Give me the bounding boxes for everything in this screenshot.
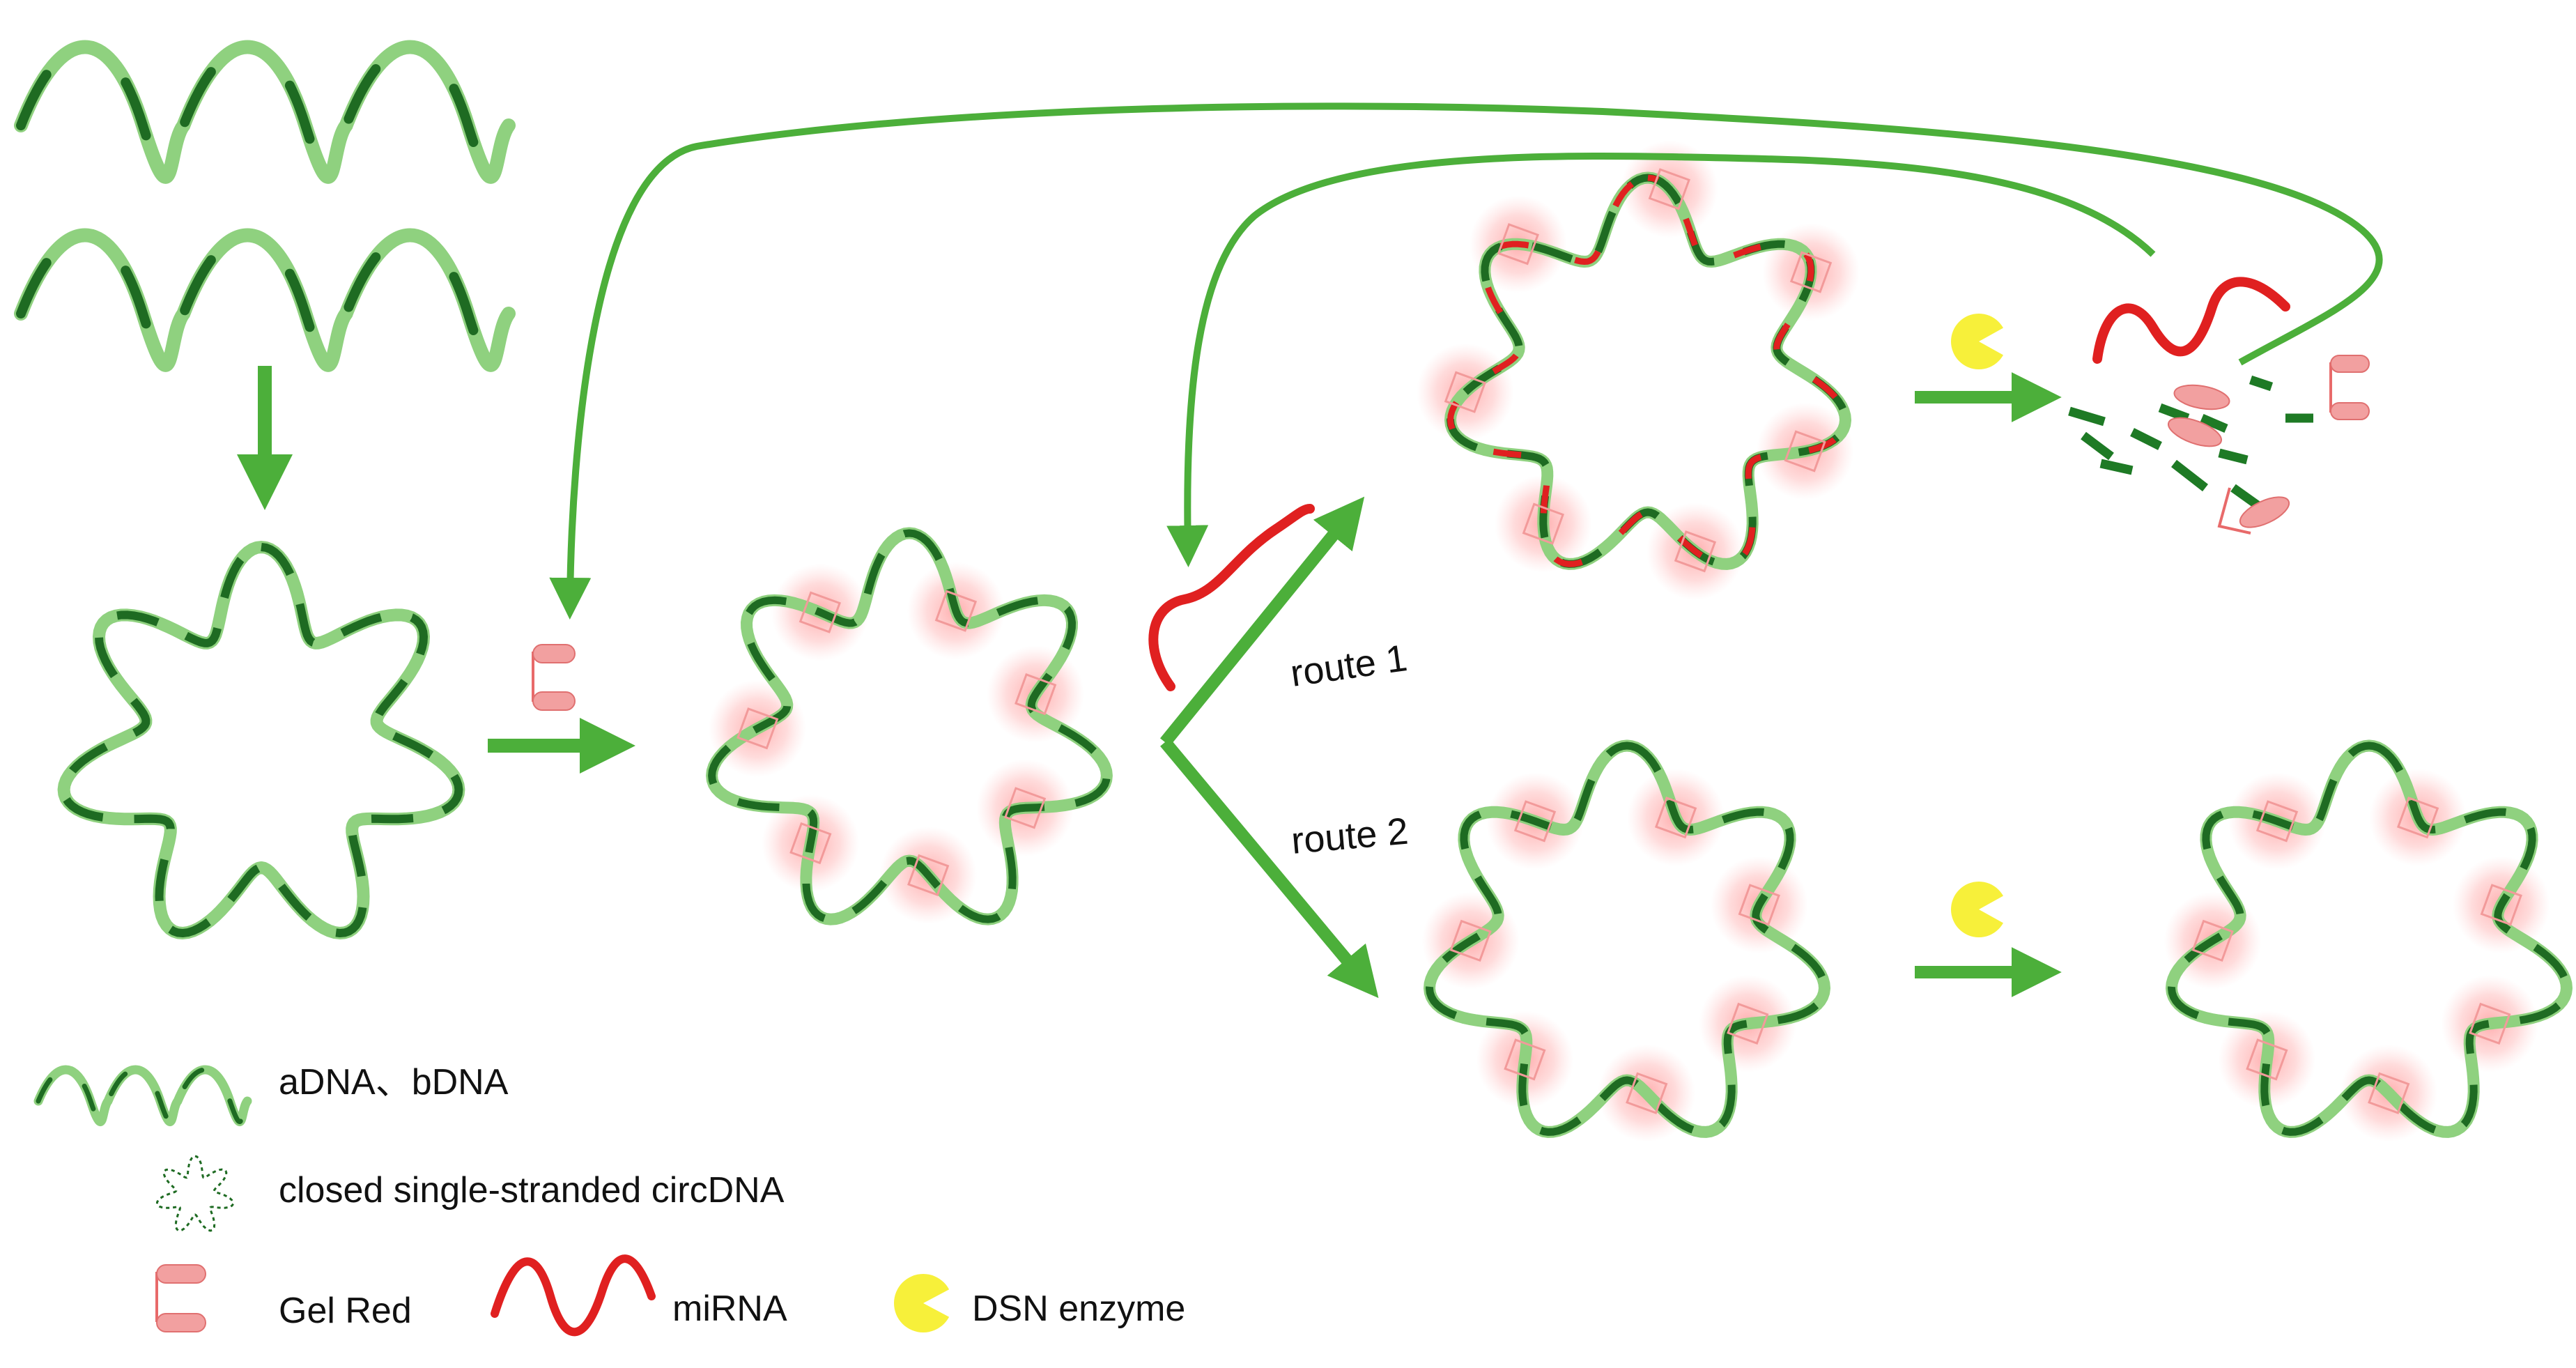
recycle-gelred-arrow bbox=[549, 102, 2383, 620]
legend-gelred-icon bbox=[155, 1264, 206, 1332]
route2-label: route 2 bbox=[1290, 810, 1410, 862]
legend-dsn-icon bbox=[894, 1274, 956, 1332]
legend-dna-icon bbox=[33, 1065, 252, 1126]
circdna-route2 bbox=[1421, 739, 1830, 1142]
circdna-initial bbox=[57, 541, 465, 939]
route1-label: route 1 bbox=[1288, 637, 1410, 695]
legend-gelred-label: Gel Red bbox=[279, 1291, 412, 1331]
dsn-enzyme-mouth-route2 bbox=[1979, 892, 2010, 927]
mirna-strand bbox=[1148, 504, 1315, 691]
circdna-mirna-hybrid bbox=[1416, 140, 1860, 601]
legend-dsn-label: DSN enzyme bbox=[972, 1289, 1185, 1329]
dna-fragments bbox=[2068, 375, 2313, 509]
legend-mirna-icon bbox=[491, 1254, 656, 1337]
legend-circ-label: closed single-stranded circDNA bbox=[279, 1170, 785, 1211]
legend-circ-icon bbox=[155, 1155, 235, 1232]
recycle-mirna-arrow bbox=[1166, 152, 2156, 567]
released-gelred bbox=[2168, 355, 2370, 535]
route1-arrow bbox=[1160, 496, 1365, 746]
bdna-strand bbox=[14, 228, 516, 372]
legend: aDNA、bDNA closed single-stranded circDNA… bbox=[33, 1062, 1185, 1337]
route2-arrow bbox=[1160, 738, 1379, 999]
gelred-icon bbox=[532, 644, 576, 711]
circdna-gelred-bound bbox=[706, 527, 1113, 925]
adna-strand bbox=[14, 40, 516, 184]
legend-mirna-label: miRNA bbox=[672, 1289, 787, 1329]
released-mirna bbox=[2092, 277, 2290, 364]
legend-dna-label: aDNA、bDNA bbox=[279, 1062, 509, 1102]
circdna-route2-after-dsn bbox=[2164, 739, 2573, 1142]
dsn-enzyme-mouth bbox=[1979, 324, 2010, 359]
